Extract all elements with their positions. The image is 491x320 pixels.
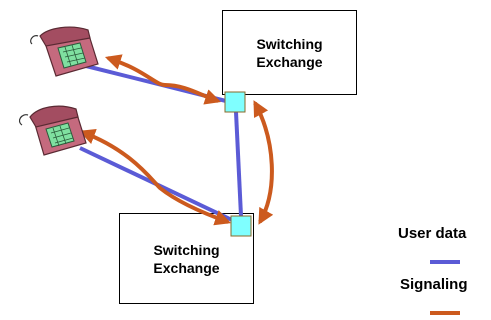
legend-user-data-label: User data xyxy=(398,225,467,242)
user-data-trunk-line xyxy=(234,111,243,217)
exchange-label-line2: Exchange xyxy=(153,260,220,276)
exchange-label-line2: Exchange xyxy=(256,54,323,70)
signaling-arrow-trunk xyxy=(253,100,274,225)
telephone-icon xyxy=(18,105,87,156)
exchange-label-line1: Switching xyxy=(256,36,323,52)
signaling-arrow-bottom xyxy=(79,129,232,226)
switch-node-bottom xyxy=(230,215,252,237)
legend-signaling-line xyxy=(430,311,460,315)
switching-exchange-top: Switching Exchange xyxy=(222,10,357,95)
legend-user-data-line xyxy=(430,260,460,264)
signaling-arrow-top xyxy=(104,54,222,105)
telephone-icon xyxy=(30,26,99,77)
legend-signaling-label: Signaling xyxy=(400,276,468,293)
exchange-label-line1: Switching xyxy=(153,242,220,258)
switch-node-top xyxy=(224,91,246,113)
